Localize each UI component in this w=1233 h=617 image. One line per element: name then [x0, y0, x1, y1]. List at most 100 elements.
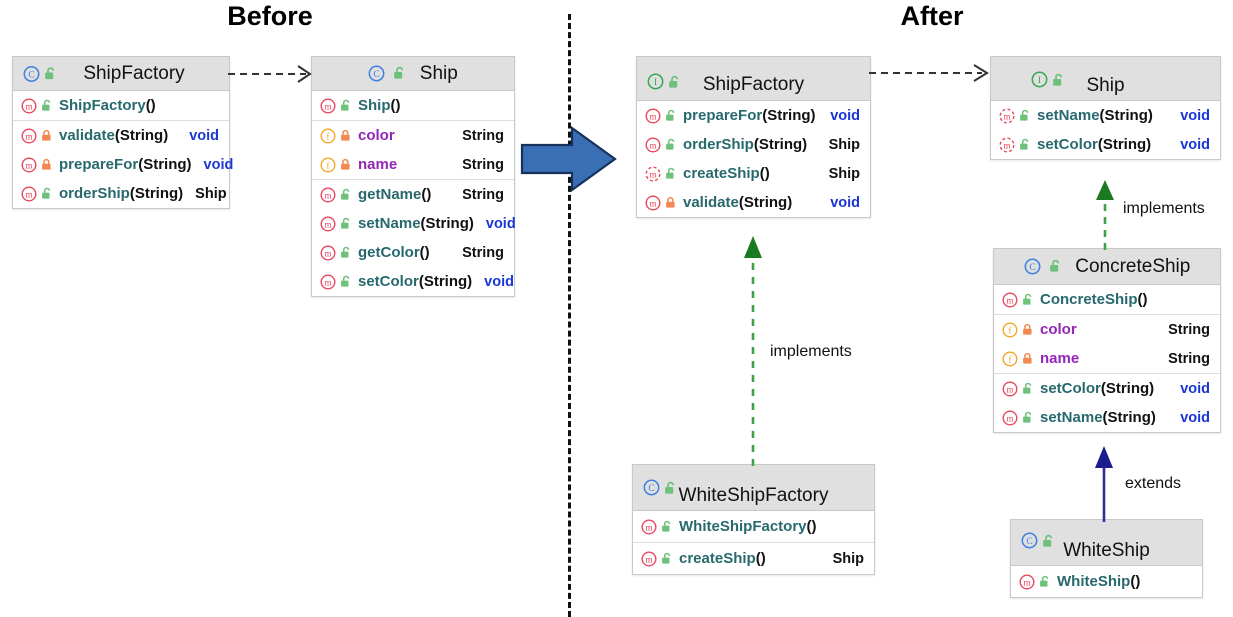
- member-row[interactable]: m orderShip(String) Ship: [13, 179, 229, 208]
- member-signature: getColor(): [358, 244, 430, 261]
- member-row[interactable]: m getColor() String: [312, 238, 514, 267]
- member-name: validate: [59, 127, 115, 144]
- svg-text:C: C: [1029, 263, 1035, 273]
- member-signature: setColor(String): [1040, 380, 1154, 397]
- abstract-method-icon: m: [999, 107, 1015, 124]
- class-box-before-ship[interactable]: C Ship m Ship(): [311, 56, 516, 297]
- method-icon: m: [645, 194, 661, 211]
- member-signature: setName(String): [1040, 409, 1156, 426]
- class-name: Ship: [1086, 74, 1125, 96]
- member-return-type: void: [1180, 409, 1210, 426]
- member-row[interactable]: m setColor(String) void: [991, 130, 1220, 159]
- member-row[interactable]: m setName(String) void: [991, 101, 1220, 130]
- class-box-after-concreteship[interactable]: C ConcreteShip m ConcreteShip(): [993, 248, 1221, 433]
- member-signature: prepareFor(String): [59, 156, 192, 173]
- header-icon-group: C: [643, 479, 677, 496]
- class-box-before-shipfactory[interactable]: C ShipFactory m ShipFactory(): [12, 56, 233, 209]
- member-row[interactable]: m WhiteShip(): [1011, 566, 1202, 597]
- member-args: (): [419, 244, 430, 261]
- class-section-constructors: m WhiteShip(): [1011, 566, 1202, 597]
- member-return-type: String: [462, 127, 504, 144]
- member-args: (String): [138, 156, 192, 173]
- class-name: ShipFactory: [702, 73, 805, 95]
- public-unlocked-icon: [665, 167, 677, 180]
- class-section-constructors: m Ship(): [312, 91, 514, 121]
- member-args: (String): [738, 194, 793, 211]
- member-row[interactable]: m WhiteShipFactory(): [633, 511, 874, 542]
- member-row[interactable]: m orderShip(String) Ship: [637, 130, 870, 159]
- member-row[interactable]: f color String: [312, 121, 514, 150]
- svg-text:C: C: [1026, 537, 1032, 547]
- method-icon: m: [1019, 573, 1035, 590]
- svg-text:m: m: [1003, 140, 1010, 150]
- member-icon-group: m: [1002, 291, 1034, 308]
- member-signature: name: [1040, 350, 1079, 367]
- public-unlocked-icon: [1022, 382, 1034, 395]
- member-signature: name: [358, 156, 397, 173]
- member-row[interactable]: m validate(String) void: [637, 188, 870, 217]
- class-box-after-ship[interactable]: I Ship m setName(String) void: [990, 56, 1221, 160]
- class-box-after-shipfactory[interactable]: I ShipFactory m prepareFor (String): [636, 56, 871, 218]
- class-box-after-whiteshipfactory[interactable]: C WhiteShipFactory m WhiteShipFactory: [632, 464, 875, 575]
- edge-label-implements-right: implements: [1123, 200, 1205, 217]
- public-unlocked-icon: [664, 481, 677, 495]
- svg-text:f: f: [1008, 325, 1012, 336]
- class-section-constructors: m ShipFactory(): [13, 91, 229, 121]
- page-title-before: Before: [227, 1, 313, 31]
- member-signature: validate(String): [59, 127, 168, 144]
- member-args: (): [755, 550, 766, 567]
- member-row[interactable]: m setColor(String) void: [994, 374, 1220, 403]
- member-row[interactable]: m prepareFor(String) void: [13, 150, 233, 179]
- member-name: setName: [358, 215, 421, 232]
- member-icon-group: f: [320, 156, 352, 173]
- member-signature: createShip(): [683, 165, 770, 182]
- member-row[interactable]: f color String: [994, 315, 1220, 344]
- class-name: WhiteShipFactory: [678, 484, 829, 506]
- member-icon-group: m: [645, 194, 677, 211]
- member-row[interactable]: m ConcreteShip(): [994, 285, 1220, 314]
- member-row[interactable]: m validate(String) void: [13, 121, 229, 150]
- member-name: validate: [683, 194, 739, 211]
- public-unlocked-icon: [661, 520, 673, 533]
- class-header: I Ship: [991, 57, 1220, 101]
- svg-text:C: C: [648, 484, 654, 494]
- member-args: (String): [1102, 409, 1156, 426]
- member-row[interactable]: f name String: [312, 150, 514, 179]
- member-return-type: String: [462, 156, 504, 173]
- member-name: WhiteShip: [1057, 573, 1131, 590]
- member-row[interactable]: m setColor(String) void: [312, 267, 514, 296]
- member-row[interactable]: m createShip() Ship: [633, 543, 874, 574]
- member-name: createShip: [679, 550, 756, 567]
- member-icon-group: m: [1002, 409, 1034, 426]
- member-row[interactable]: f name String: [994, 344, 1220, 373]
- member-row[interactable]: m createShip() Ship: [637, 159, 870, 188]
- member-icon-group: m: [999, 107, 1031, 124]
- private-locked-icon: [1022, 323, 1034, 336]
- class-name: Ship: [419, 62, 458, 84]
- member-row[interactable]: m Ship(): [312, 91, 514, 120]
- member-row[interactable]: m setName(String) void: [994, 403, 1220, 432]
- member-signature: ShipFactory(): [59, 97, 156, 114]
- class-box-after-whiteship[interactable]: C WhiteShip m WhiteShip(): [1010, 519, 1203, 598]
- member-row[interactable]: m getName() String: [312, 180, 514, 209]
- member-return-type: Ship: [828, 165, 860, 182]
- header-icon-group: C: [23, 65, 57, 82]
- member-icon-group: m: [320, 273, 352, 290]
- member-signature: setColor(String): [1037, 136, 1151, 153]
- edge-whiteshipfactory-implements-shipfactory: [741, 234, 765, 471]
- member-name: prepareFor: [683, 107, 763, 124]
- public-unlocked-icon: [1022, 411, 1034, 424]
- class-section-methods: m validate(String) void m: [13, 121, 233, 208]
- member-args: (): [145, 97, 156, 114]
- method-icon: m: [320, 244, 336, 261]
- member-name: createShip: [683, 165, 760, 182]
- member-row[interactable]: m ShipFactory(): [13, 91, 229, 120]
- member-return-type: void: [189, 127, 219, 144]
- abstract-method-icon: m: [999, 136, 1015, 153]
- field-icon: f: [320, 156, 336, 173]
- member-signature: Ship(): [358, 97, 401, 114]
- svg-text:I: I: [654, 78, 657, 88]
- member-row[interactable]: m prepareFor(String) void: [637, 101, 870, 130]
- public-unlocked-icon: [340, 217, 352, 230]
- member-row[interactable]: m setName(String) void: [312, 209, 516, 238]
